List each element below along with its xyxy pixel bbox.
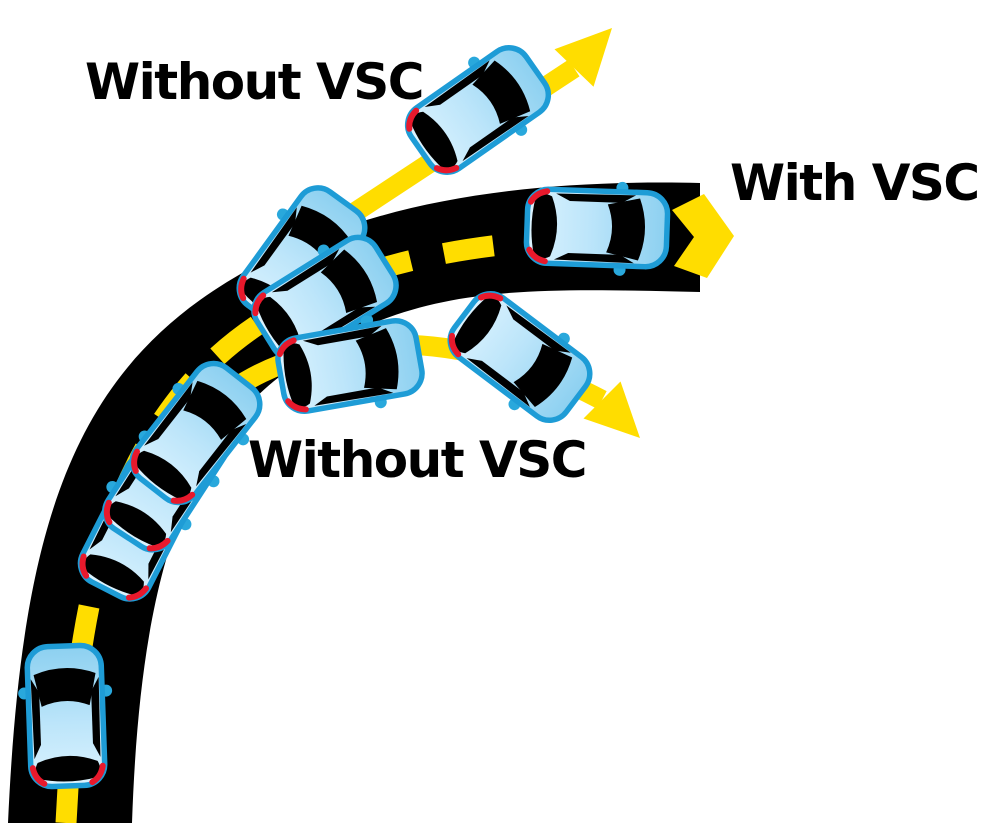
understeer-path-arrowhead-icon: [554, 28, 612, 87]
with-vsc-arrowhead-icon: [672, 194, 734, 278]
road: [8, 182, 700, 823]
oversteer-path-arrowhead-icon: [583, 381, 640, 438]
label-without-vsc-middle: Without VSC: [248, 431, 586, 489]
car-icon-approach: [17, 644, 116, 787]
car-icon-with-vsc: [525, 179, 668, 278]
label-without-vsc-top: Without VSC: [85, 53, 423, 111]
car-icon-spun-out: [436, 277, 604, 436]
label-with-vsc: With VSC: [730, 154, 979, 212]
